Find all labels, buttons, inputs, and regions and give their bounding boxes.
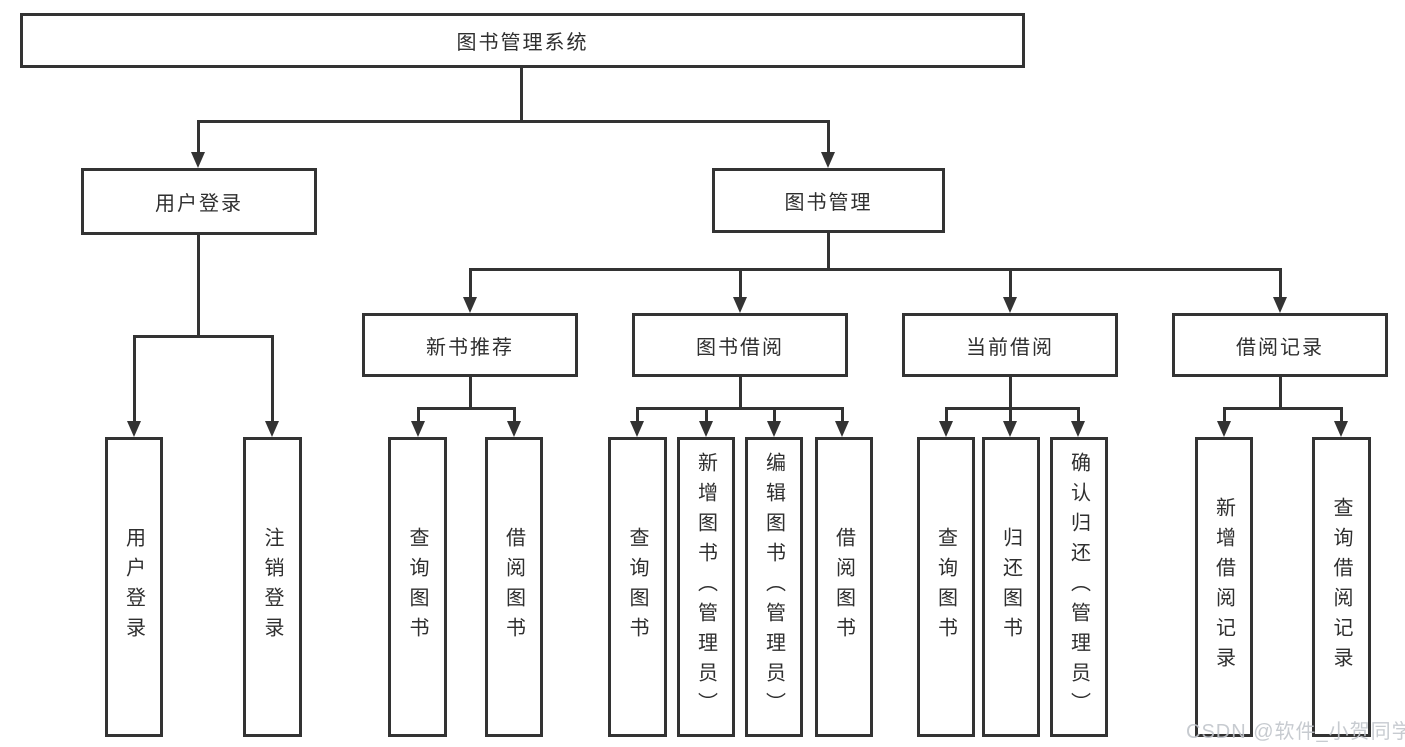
arrow-down-icon bbox=[1003, 297, 1017, 313]
connector-line bbox=[705, 407, 708, 421]
arrow-down-icon bbox=[1071, 421, 1085, 437]
arrow-down-icon bbox=[630, 421, 644, 437]
connector-line bbox=[1279, 377, 1282, 407]
connector-line bbox=[1223, 407, 1226, 421]
node-leaf-query-books: 查询图书 bbox=[917, 437, 975, 737]
node-leaf-confirm-return-admin: 确认归还（管理员） bbox=[1050, 437, 1108, 737]
connector-line bbox=[636, 407, 843, 410]
connector-line bbox=[773, 407, 776, 421]
arrow-down-icon bbox=[265, 421, 279, 437]
connector-line bbox=[827, 233, 830, 268]
arrow-down-icon bbox=[1217, 421, 1231, 437]
connector-line bbox=[520, 68, 523, 120]
node-leaf-logout: 注销登录 bbox=[243, 437, 302, 737]
node-user-login: 用户登录 bbox=[81, 168, 317, 235]
connector-line bbox=[1009, 407, 1012, 421]
arrow-down-icon bbox=[127, 421, 141, 437]
connector-line bbox=[417, 407, 515, 410]
arrow-down-icon bbox=[463, 297, 477, 313]
connector-line bbox=[1077, 407, 1080, 421]
connector-line bbox=[827, 120, 830, 152]
connector-line bbox=[841, 407, 844, 421]
node-book-management: 图书管理 bbox=[712, 168, 945, 233]
connector-line bbox=[271, 335, 274, 421]
connector-line bbox=[739, 268, 742, 297]
connector-line bbox=[945, 407, 948, 421]
node-leaf-query-books: 查询图书 bbox=[608, 437, 667, 737]
arrow-down-icon bbox=[699, 421, 713, 437]
connector-line bbox=[417, 407, 420, 421]
node-library-system: 图书管理系统 bbox=[20, 13, 1025, 68]
connector-line bbox=[197, 120, 830, 123]
node-new-book-recommend: 新书推荐 bbox=[362, 313, 578, 377]
arrow-down-icon bbox=[191, 152, 205, 168]
connector-line bbox=[133, 335, 272, 338]
connector-line bbox=[636, 407, 639, 421]
arrow-down-icon bbox=[733, 297, 747, 313]
node-book-borrowing: 图书借阅 bbox=[632, 313, 848, 377]
node-leaf-add-borrow-record: 新增借阅记录 bbox=[1195, 437, 1253, 737]
node-leaf-edit-books-admin: 编辑图书（管理员） bbox=[745, 437, 803, 737]
arrow-down-icon bbox=[507, 421, 521, 437]
node-leaf-borrow-books: 借阅图书 bbox=[485, 437, 543, 737]
connector-line bbox=[469, 377, 472, 407]
arrow-down-icon bbox=[1334, 421, 1348, 437]
connector-line bbox=[133, 335, 136, 421]
connector-line bbox=[469, 268, 1281, 271]
connector-line bbox=[513, 407, 516, 421]
arrow-down-icon bbox=[411, 421, 425, 437]
connector-line bbox=[197, 235, 200, 335]
arrow-down-icon bbox=[835, 421, 849, 437]
connector-line bbox=[197, 120, 200, 152]
arrow-down-icon bbox=[1003, 421, 1017, 437]
connector-line bbox=[469, 268, 472, 297]
arrow-down-icon bbox=[939, 421, 953, 437]
connector-line bbox=[1279, 268, 1282, 297]
node-leaf-query-books: 查询图书 bbox=[388, 437, 447, 737]
csdn-watermark: CSDN @软件_小贺同学 bbox=[1186, 721, 1405, 743]
node-leaf-return-books: 归还图书 bbox=[982, 437, 1040, 737]
connector-line bbox=[1223, 407, 1342, 410]
node-leaf-query-borrow-record: 查询借阅记录 bbox=[1312, 437, 1371, 737]
connector-line bbox=[1009, 377, 1012, 407]
connector-line bbox=[1340, 407, 1343, 421]
arrow-down-icon bbox=[821, 152, 835, 168]
node-leaf-add-books-admin: 新增图书（管理员） bbox=[677, 437, 735, 737]
node-leaf-user-login: 用户登录 bbox=[105, 437, 163, 737]
arrow-down-icon bbox=[1273, 297, 1287, 313]
arrow-down-icon bbox=[767, 421, 781, 437]
connector-line bbox=[1009, 268, 1012, 297]
node-leaf-borrow-books: 借阅图书 bbox=[815, 437, 873, 737]
node-borrowing-records: 借阅记录 bbox=[1172, 313, 1388, 377]
connector-line bbox=[739, 377, 742, 407]
node-current-borrowing: 当前借阅 bbox=[902, 313, 1118, 377]
